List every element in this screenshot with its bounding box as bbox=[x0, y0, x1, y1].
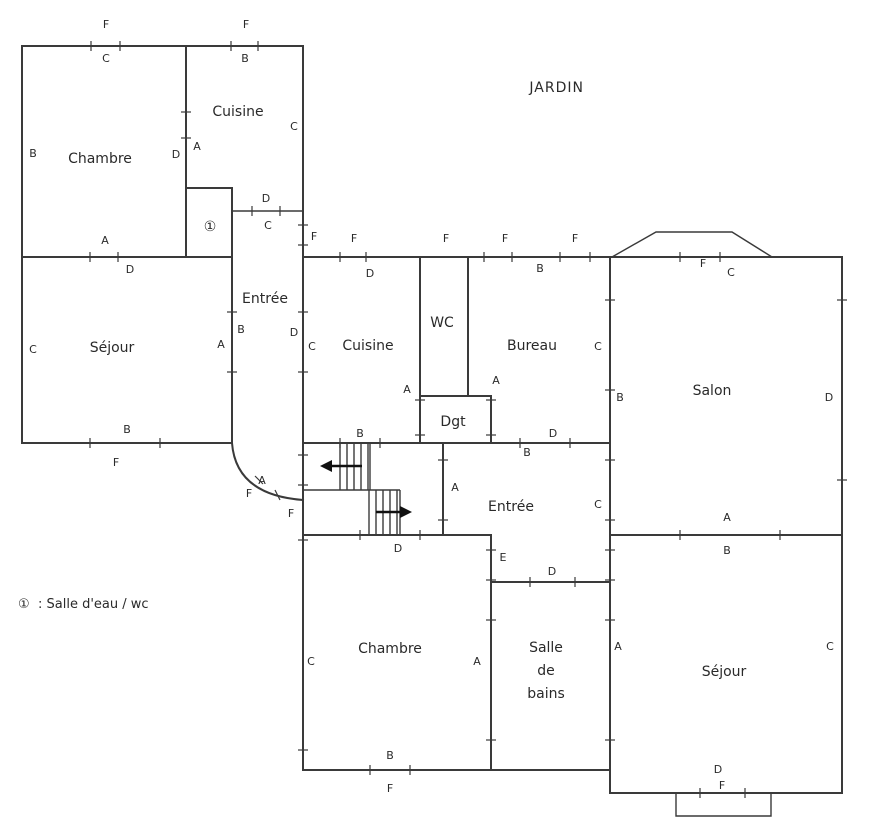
room-wc: WC bbox=[430, 315, 454, 331]
wall-label-A: A bbox=[614, 640, 622, 653]
wall-label-C: C bbox=[264, 219, 272, 232]
wall-label-A: A bbox=[451, 481, 459, 494]
wall-label-F: F bbox=[443, 232, 449, 245]
wall-label-C: C bbox=[594, 498, 602, 511]
walls-central bbox=[302, 231, 843, 817]
wall-label-C: C bbox=[29, 343, 37, 356]
wall-label-C: C bbox=[102, 52, 110, 65]
wall-ticks bbox=[89, 41, 847, 798]
wall-label-F: F bbox=[246, 487, 252, 500]
wall-letter-labels: F F C B B D A C D C A D C A B D B F A F … bbox=[29, 18, 834, 795]
wall-label-D: D bbox=[548, 565, 556, 578]
room-sejour-right: Séjour bbox=[702, 664, 747, 680]
room-salon: Salon bbox=[693, 383, 732, 399]
wall-label-B: B bbox=[523, 446, 531, 459]
wall-label-A: A bbox=[492, 374, 500, 387]
wall-label-A: A bbox=[193, 140, 201, 153]
wall-label-F: F bbox=[700, 257, 706, 270]
wall-label-A: A bbox=[473, 655, 481, 668]
wall-label-B: B bbox=[123, 423, 131, 436]
room-dgt: Dgt bbox=[440, 414, 466, 430]
legend-text: : Salle d'eau / wc bbox=[38, 597, 149, 612]
wall-label-F: F bbox=[572, 232, 578, 245]
room-sejour-left: Séjour bbox=[90, 340, 135, 356]
room-entree-mid: Entrée bbox=[488, 499, 534, 515]
wall-label-B: B bbox=[356, 427, 364, 440]
wall-label-C: C bbox=[308, 340, 316, 353]
wall-label-B: B bbox=[723, 544, 731, 557]
room-chambre-top: Chambre bbox=[68, 151, 132, 167]
wall-label-B: B bbox=[616, 391, 624, 404]
wall-label-F: F bbox=[311, 230, 317, 243]
wall-label-D: D bbox=[126, 263, 134, 276]
wall-label-B: B bbox=[241, 52, 249, 65]
salle-eau-marker: ① bbox=[204, 219, 217, 235]
wall-label-C: C bbox=[290, 120, 298, 133]
room-salle-de-bains-l2: de bbox=[537, 663, 555, 679]
wall-label-A: A bbox=[101, 234, 109, 247]
wall-label-D: D bbox=[172, 148, 180, 161]
wall-label-F: F bbox=[502, 232, 508, 245]
legend-marker: ① bbox=[18, 597, 30, 612]
staircase bbox=[303, 443, 412, 535]
wall-label-D: D bbox=[549, 427, 557, 440]
wall-label-F: F bbox=[719, 779, 725, 792]
wall-label-A: A bbox=[723, 511, 731, 524]
wall-label-F: F bbox=[113, 456, 119, 469]
wall-label-F: F bbox=[243, 18, 249, 31]
room-entree-top: Entrée bbox=[242, 291, 288, 307]
wall-label-F: F bbox=[351, 232, 357, 245]
wall-label-C: C bbox=[594, 340, 602, 353]
wall-label-C: C bbox=[727, 266, 735, 279]
wall-label-B: B bbox=[29, 147, 37, 160]
garden-label: JARDIN bbox=[528, 80, 584, 96]
wall-label-B: B bbox=[386, 749, 394, 762]
wall-label-A: A bbox=[217, 338, 225, 351]
wall-label-F: F bbox=[103, 18, 109, 31]
legend: ① : Salle d'eau / wc bbox=[18, 597, 149, 612]
wall-label-A: A bbox=[403, 383, 411, 396]
wall-label-D: D bbox=[366, 267, 374, 280]
room-bureau: Bureau bbox=[507, 338, 557, 354]
wall-label-F: F bbox=[387, 782, 393, 795]
wall-label-D: D bbox=[262, 192, 270, 205]
wall-label-B: B bbox=[536, 262, 544, 275]
room-cuisine-mid: Cuisine bbox=[342, 338, 393, 354]
wall-label-D: D bbox=[290, 326, 298, 339]
wall-label-A: A bbox=[258, 474, 266, 487]
room-chambre-bottom: Chambre bbox=[358, 641, 422, 657]
wall-label-F: F bbox=[288, 507, 294, 520]
wall-label-D: D bbox=[825, 391, 833, 404]
walls-upper-left bbox=[21, 45, 305, 502]
wall-label-B: B bbox=[237, 323, 245, 336]
wall-label-C: C bbox=[307, 655, 315, 668]
room-cuisine-top: Cuisine bbox=[212, 104, 263, 120]
wall-label-D: D bbox=[714, 763, 722, 776]
wall-label-C: C bbox=[826, 640, 834, 653]
wall-label-D: D bbox=[394, 542, 402, 555]
room-salle-de-bains-l1: Salle bbox=[529, 640, 563, 656]
room-salle-de-bains-l3: bains bbox=[527, 686, 565, 702]
wall-label-E: E bbox=[500, 551, 507, 564]
